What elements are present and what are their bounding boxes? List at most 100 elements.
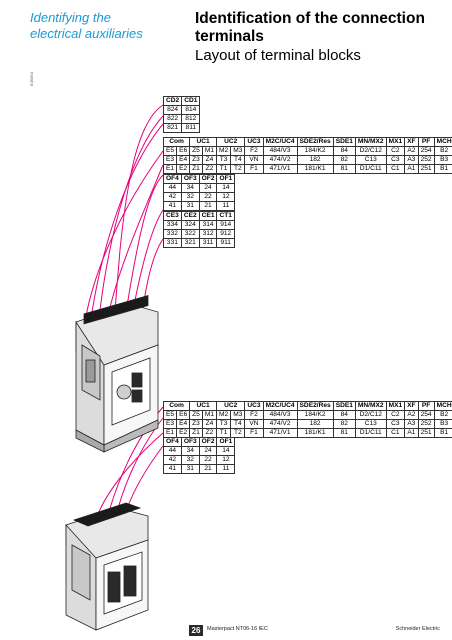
table-cell: M2 [216, 146, 232, 156]
com-header-cell: MX1 [385, 401, 406, 411]
table-cell: 812 [181, 114, 201, 124]
table-cell: 14 [216, 446, 236, 456]
table-row: E3 E4 Z3 Z4 T3 T4 VN 474/V2 182 82 C13 C… [162, 155, 452, 165]
table-row: E1 E2 Z1 Z2 T1 T2 F1 471/V1 181/K1 81 D1… [162, 428, 452, 438]
ce-header-cell: CE3 [163, 211, 182, 221]
table-cell: M3 [230, 146, 246, 156]
table-cell: D2/C12 [354, 146, 387, 156]
table-cell: 24 [198, 446, 218, 456]
table-cell: 322 [180, 229, 200, 239]
table-cell: M1 [201, 146, 218, 156]
table-cell: 34 [180, 446, 200, 456]
table-cell: 312 [198, 229, 218, 239]
table-cell: 11 [216, 464, 236, 474]
table-cell: C13 [354, 419, 387, 429]
table-cell: 42 [163, 192, 182, 202]
com-header-cell: Com [162, 137, 191, 147]
table-cell: Z2 [201, 164, 218, 174]
table-cell: C3 [385, 155, 406, 165]
table-cell: 474/V2 [262, 419, 298, 429]
table-cell: T3 [216, 419, 232, 429]
table-row: 334 324 314 914 [163, 220, 235, 230]
of-terminal-table-upper: OF4 OF3 OF2 OF1 44 34 24 14 42 32 22 12 … [163, 174, 236, 211]
com-header-cell: UC1 [189, 137, 218, 147]
figure-code: E49364 [29, 72, 34, 86]
table-cell: D1/C11 [354, 164, 387, 174]
table-cell: 321 [180, 238, 200, 248]
page-subtitle: Layout of terminal blocks [195, 47, 361, 64]
of-header-cell: OF3 [180, 174, 200, 184]
table-cell: Z1 [189, 164, 203, 174]
table-cell: F1 [244, 164, 264, 174]
table-cell: 24 [198, 183, 218, 193]
cd-header-cell: CD1 [181, 96, 201, 106]
table-cell: 14 [216, 183, 236, 193]
table-row: 41 31 21 11 [163, 464, 236, 474]
com-header-cell: UC2 [216, 401, 246, 411]
table-cell: 22 [198, 455, 218, 465]
table-cell: 334 [163, 220, 182, 230]
table-cell: 31 [180, 201, 200, 211]
table-cell: 252 [417, 419, 435, 429]
table-cell: 314 [198, 220, 218, 230]
table-cell: Z3 [189, 419, 203, 429]
table-cell: E6 [176, 146, 191, 156]
com-header-cell: M2C/UC4 [262, 137, 298, 147]
table-row: E1 E2 Z1 Z2 T1 T2 F1 471/V1 181/K1 81 D1… [162, 164, 452, 174]
table-cell: B3 [433, 419, 452, 429]
table-cell: 251 [417, 428, 435, 438]
com-terminal-table-upper: Com UC1 UC2 UC3 M2C/UC4 SDE2/Res SDE1 MN… [162, 137, 452, 174]
table-row: 42 32 22 12 [163, 192, 236, 202]
table-cell: M2 [216, 410, 232, 420]
table-cell: 11 [216, 201, 236, 211]
table-cell: T2 [230, 428, 246, 438]
table-cell: E1 [162, 164, 178, 174]
com-header-cell: UC3 [244, 401, 264, 411]
table-cell: Z3 [189, 155, 203, 165]
table-cell: 252 [417, 155, 435, 165]
table-cell: 181/K1 [296, 428, 334, 438]
table-cell: 21 [198, 464, 218, 474]
table-cell: 21 [198, 201, 218, 211]
table-cell: 811 [181, 123, 201, 133]
page-number: 26 [189, 625, 203, 636]
table-cell: 822 [162, 114, 183, 124]
table-cell: F2 [244, 146, 264, 156]
table-cell: E5 [162, 410, 178, 420]
table-cell: T4 [230, 419, 246, 429]
table-cell: 84 [332, 410, 356, 420]
of-terminal-table-lower: OF4 OF3 OF2 OF1 44 34 24 14 42 32 22 12 … [163, 437, 236, 474]
table-row: 822 812 [162, 114, 201, 124]
of-header-cell: OF2 [198, 174, 218, 184]
table-cell: M1 [201, 410, 218, 420]
table-cell: 331 [163, 238, 182, 248]
table-cell: A2 [404, 146, 419, 156]
table-cell: Z5 [189, 146, 203, 156]
table-cell: 914 [216, 220, 235, 230]
com-header-cell: Com [162, 401, 191, 411]
table-cell: B2 [433, 410, 452, 420]
com-header-cell: SDE2/Res [296, 137, 334, 147]
of-header-cell: OF1 [216, 437, 236, 447]
page-title: Identification of the connection termina… [195, 10, 425, 45]
ce-terminal-table: CE3 CE2 CE1 CT1 334 324 314 914 332 322 … [163, 211, 235, 248]
side-title: Identifying the electrical auxiliaries [30, 10, 143, 41]
table-cell: 44 [163, 446, 182, 456]
table-cell: F2 [244, 410, 264, 420]
table-row: E5 E6 Z5 M1 M2 M3 F2 484/V3 184/K2 84 D2… [162, 410, 452, 420]
com-header-cell: M2C/UC4 [262, 401, 298, 411]
of-header-cell: OF1 [216, 174, 236, 184]
table-cell: B3 [433, 155, 452, 165]
table-cell: Z4 [201, 155, 218, 165]
breaker-drawing-upper [75, 295, 159, 453]
breaker-drawing-lower [65, 502, 149, 631]
table-cell: T4 [230, 155, 246, 165]
table-cell: 22 [198, 192, 218, 202]
table-row: 331 321 311 911 [163, 238, 235, 248]
table-cell: 251 [417, 164, 435, 174]
table-cell: 821 [162, 123, 183, 133]
table-cell: E2 [176, 164, 191, 174]
ce-header-cell: CT1 [216, 211, 235, 221]
table-row: 44 34 24 14 [163, 183, 236, 193]
table-cell: C2 [385, 410, 406, 420]
